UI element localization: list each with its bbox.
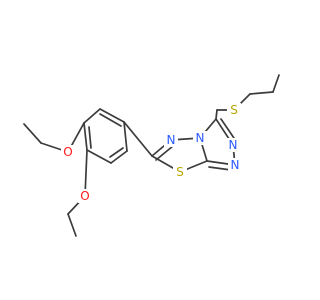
bond-layer [23,74,280,237]
bond [272,74,280,93]
bond [123,121,128,152]
atom-sulfur-chain: S [227,103,241,117]
bond [220,118,237,142]
atom-nitrogen-ring-upper: N [164,133,178,147]
bond [215,109,218,120]
atom-layer: O O N N S N N [61,103,242,203]
bond [109,147,124,158]
bond [86,149,112,164]
atom-nitrogen-triazole-a: N [226,138,240,152]
bond [99,113,122,127]
atom-oxygen-lower: O [78,189,92,203]
bond [110,150,128,164]
structure-canvas: O O N N S N N [23,74,280,237]
atom-label: S [230,103,238,117]
bond [84,149,88,197]
atom-nitrogen-bridge: N [193,131,207,145]
bond [83,122,88,151]
atom-label: O [63,145,72,159]
bond [155,145,174,161]
atom-nitrogen-triazole-b: N [228,158,242,172]
bond [67,213,77,237]
bond [123,121,153,157]
atom-label: N [196,131,205,145]
bond [208,166,232,171]
atom-oxygen-upper: O [61,145,75,159]
bond [88,126,92,149]
molecule-structure: O O N N S N N [23,74,280,237]
atom-sulfur-ring: S [173,165,187,179]
atom-label: N [231,158,240,172]
bond [99,108,125,123]
bond [83,108,101,124]
atom-label: O [80,189,89,203]
bond [249,91,274,95]
bond [23,123,42,144]
atom-label: N [229,138,238,152]
atom-label: N [167,133,176,147]
atom-label: S [176,165,184,179]
